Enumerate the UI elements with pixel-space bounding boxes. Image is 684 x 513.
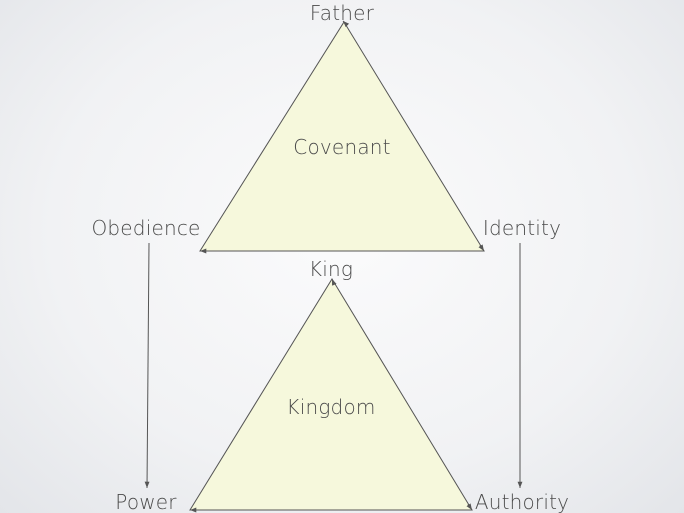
kingdom-right-label: Authority	[475, 490, 569, 513]
kingdom-center-label: Kingdom	[286, 395, 375, 419]
kingdom-arrow-right	[466, 503, 473, 511]
covenant-triangle-group: Covenant Father Obedience Identity	[91, 1, 561, 254]
kingdom-top-label: King	[309, 257, 353, 281]
obedience-to-power-arrow	[144, 242, 150, 489]
kingdom-triangle	[189, 278, 473, 511]
covenant-top-label: Father	[310, 1, 375, 25]
kingdom-arrow-top	[331, 278, 337, 286]
covenant-triangle	[199, 21, 485, 252]
covenant-center-label: Covenant	[293, 135, 390, 159]
covenant-arrow-top	[342, 20, 350, 28]
covenant-arrow-right	[478, 244, 485, 252]
kingdom-left-label: Power	[115, 490, 177, 513]
kingdom-triangle-group: Kingdom King Power Authority	[115, 257, 569, 513]
covenant-left-label: Obedience	[91, 216, 200, 240]
covenant-right-label: Identity	[483, 216, 561, 240]
